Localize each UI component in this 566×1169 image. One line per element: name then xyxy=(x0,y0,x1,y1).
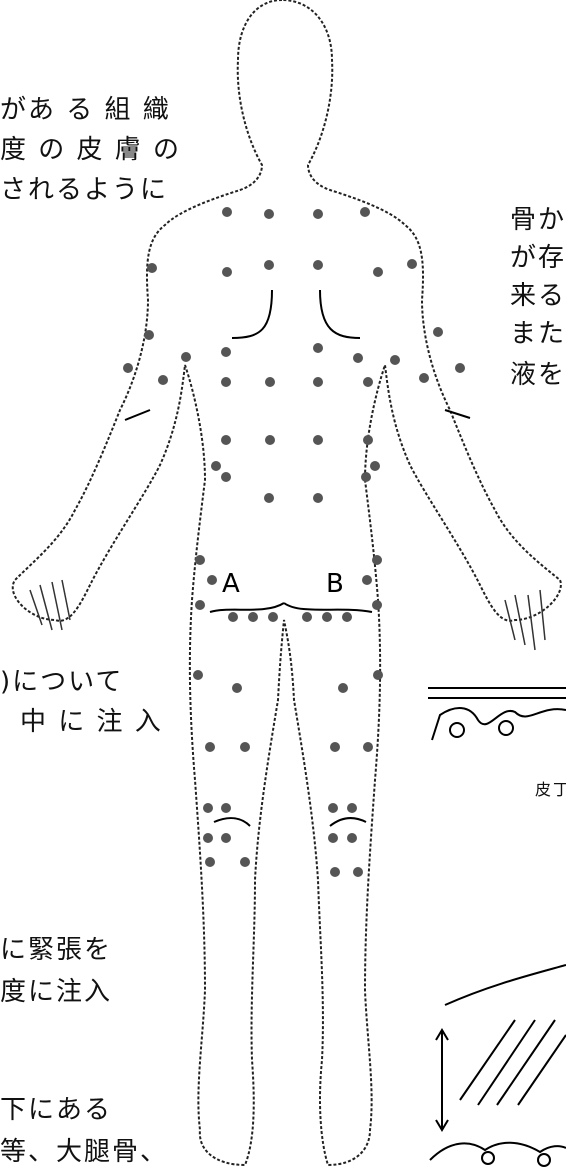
marker-a: A xyxy=(222,569,240,599)
skin-layer-diagram-bottom xyxy=(430,965,566,1166)
skin-layer-diagram-top xyxy=(428,688,566,740)
marker-b: B xyxy=(326,569,344,599)
injection-site-dots xyxy=(123,207,465,877)
contour-lines xyxy=(125,290,470,826)
left-hand-fingers xyxy=(30,580,70,630)
body-outline xyxy=(13,0,561,1165)
